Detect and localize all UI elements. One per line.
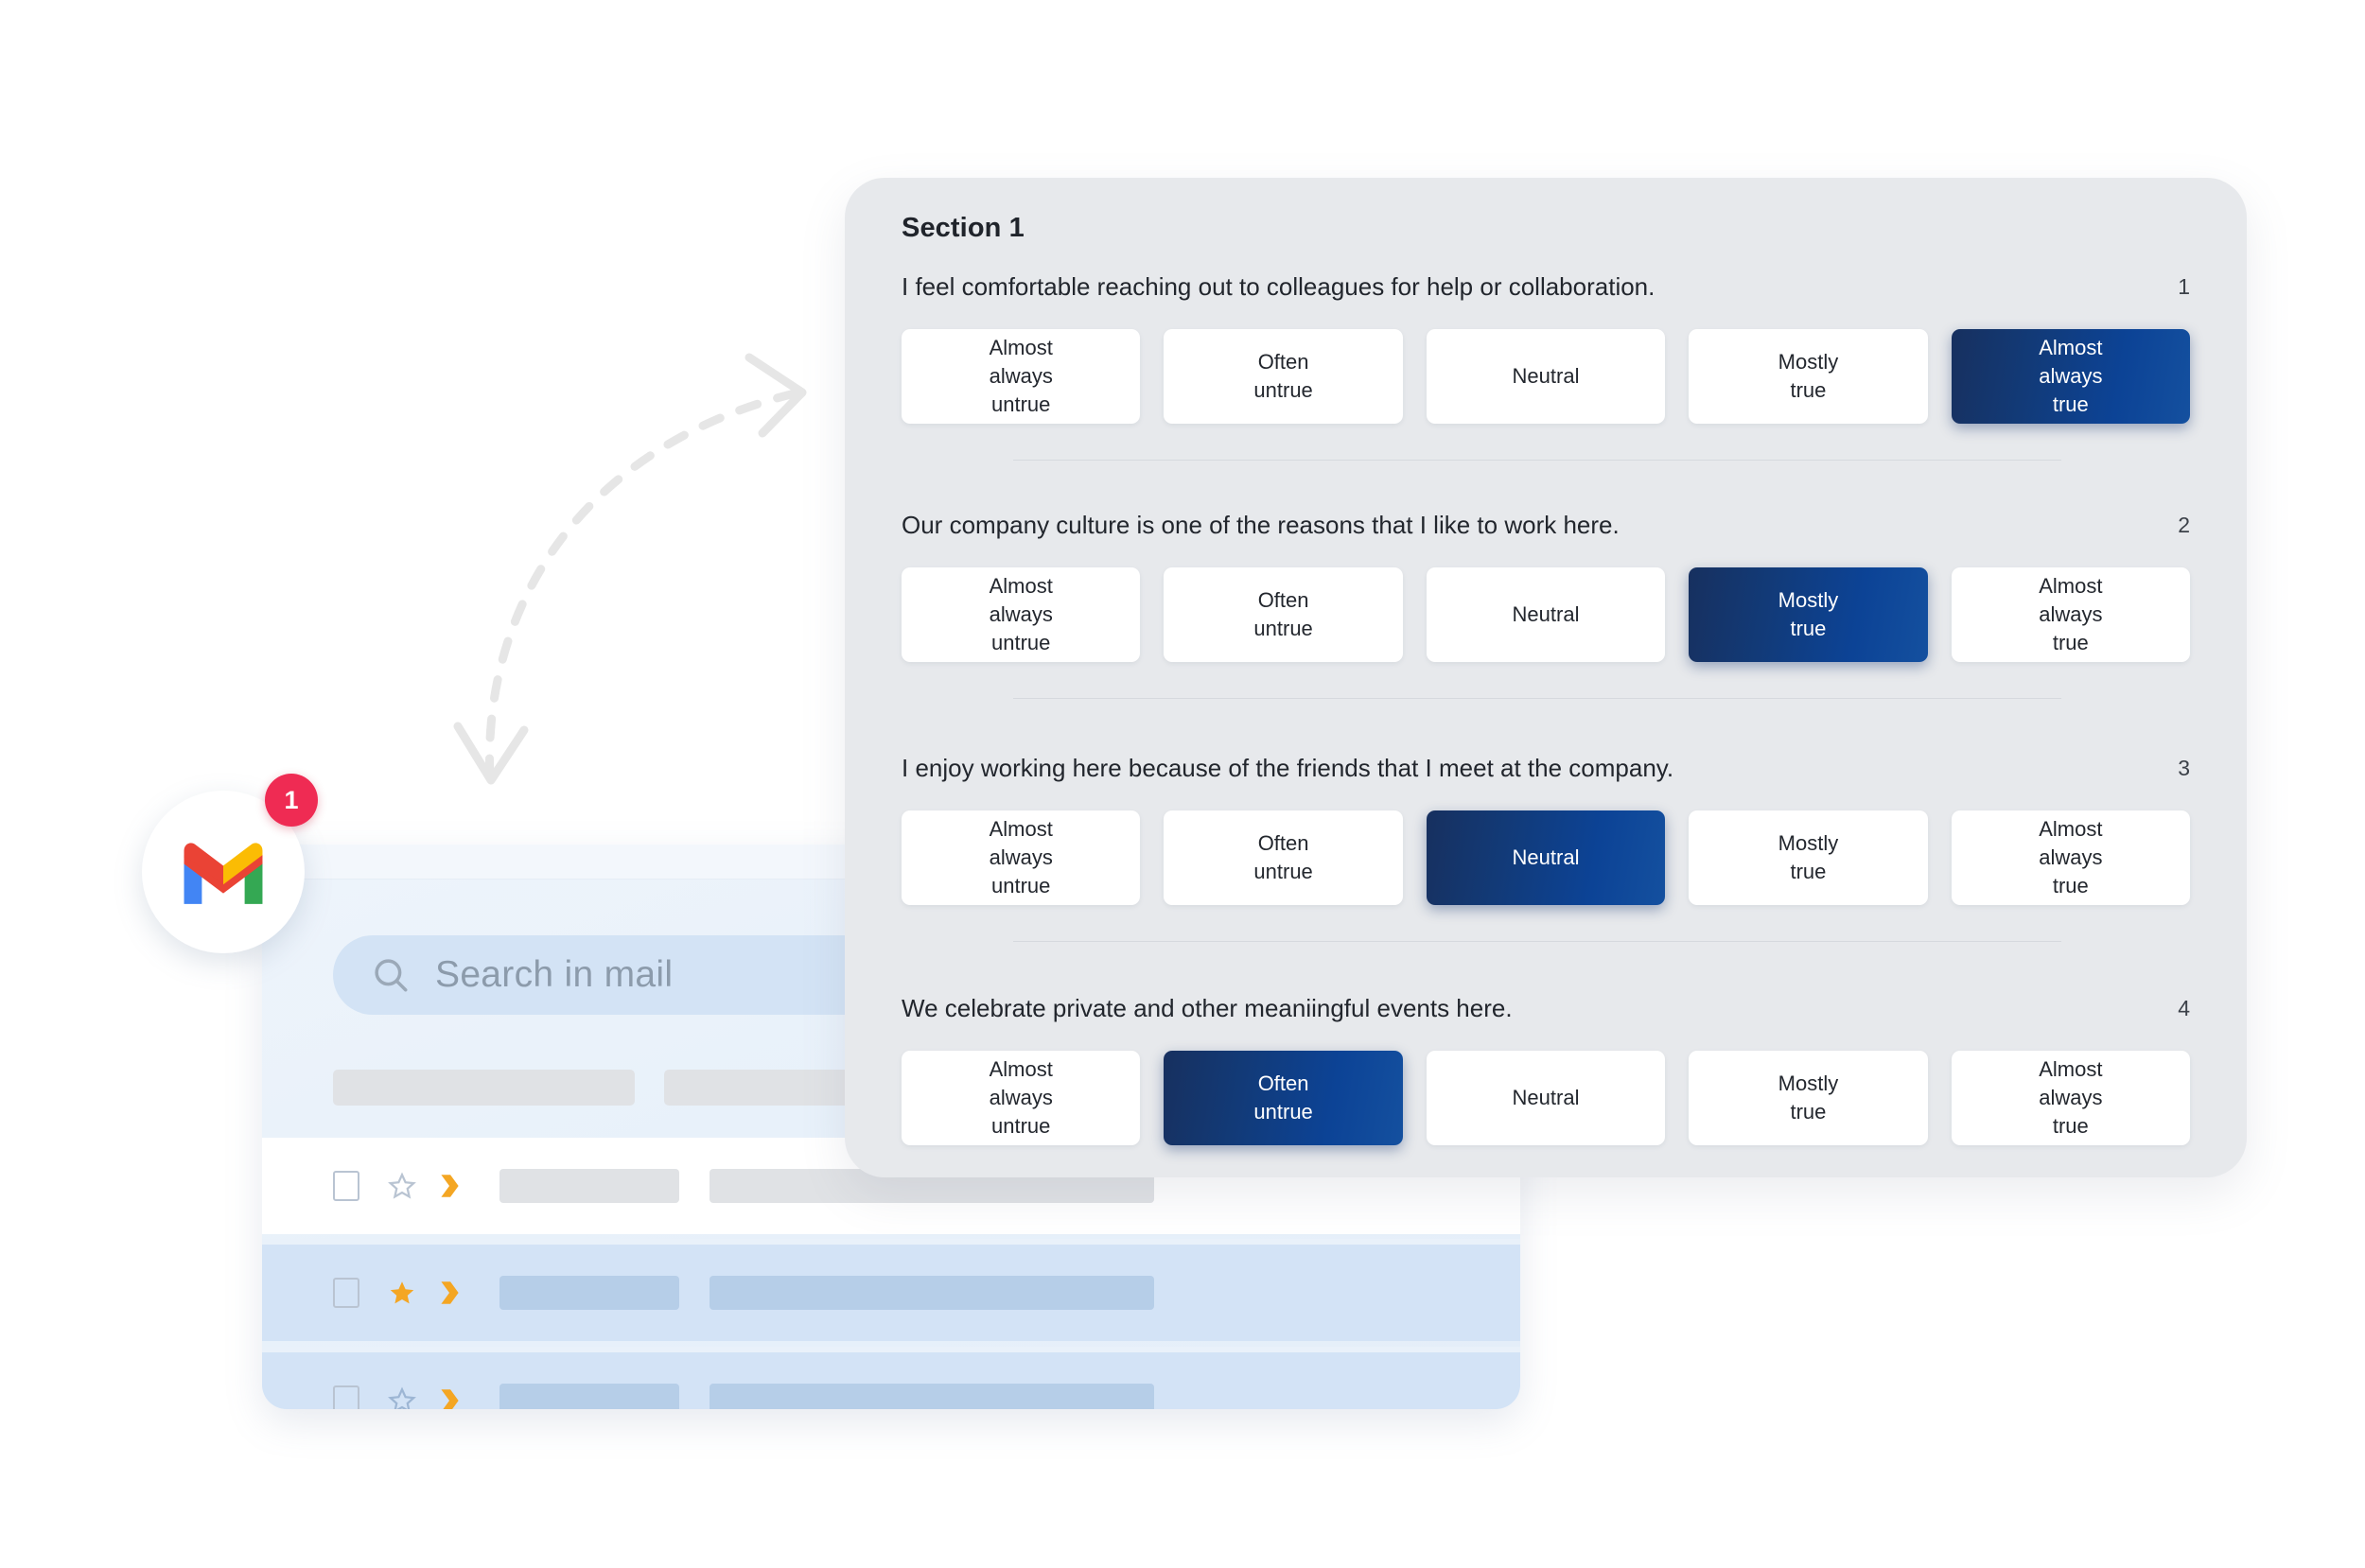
question-block: We celebrate private and other meaniingf… [845,994,2247,1182]
row-checkbox[interactable] [333,1385,359,1409]
survey-panel: Section 1 I feel comfortable reaching ou… [845,178,2247,1177]
mail-list-row[interactable] [262,1239,1520,1341]
star-icon[interactable] [388,1386,416,1409]
likert-option[interactable]: Neutral [1426,567,1666,662]
important-marker-icon[interactable] [437,1386,462,1409]
question-block: Our company culture is one of the reason… [845,511,2247,699]
star-icon[interactable] [388,1172,416,1200]
question-text: Our company culture is one of the reason… [902,511,1620,539]
question-header: I enjoy working here because of the frie… [902,754,2190,792]
important-marker-icon[interactable] [437,1279,462,1307]
subject-skeleton [710,1384,1154,1409]
question-text: I enjoy working here because of the frie… [902,754,1674,782]
likert-option[interactable]: Neutral [1426,810,1666,905]
question-number: 1 [2178,274,2190,299]
gmail-app-icon[interactable]: 1 [142,774,322,953]
question-header: Our company culture is one of the reason… [902,511,2190,549]
mail-list-row[interactable] [262,1347,1520,1409]
question-text: I feel comfortable reaching out to colle… [902,272,1656,301]
question-block: I enjoy working here because of the frie… [845,754,2247,942]
question-divider [1013,698,2061,699]
important-marker-icon[interactable] [437,1172,462,1200]
search-placeholder: Search in mail [435,954,674,995]
question-header: I feel comfortable reaching out to colle… [902,272,2190,310]
sender-skeleton [499,1276,679,1310]
question-divider [1013,941,2061,942]
dashed-arrow-decoration [397,350,832,794]
likert-option[interactable]: Neutral [1426,1051,1666,1145]
question-number: 3 [2178,756,2190,780]
question-header: We celebrate private and other meaniingf… [902,994,2190,1032]
subject-skeleton [710,1276,1154,1310]
row-checkbox[interactable] [333,1278,359,1308]
sender-skeleton [499,1384,679,1409]
unread-count-badge: 1 [265,774,318,827]
gmail-logo-icon [184,843,263,904]
question-number: 4 [2178,996,2190,1020]
likert-option[interactable]: Neutral [1426,329,1666,424]
dashed-arrow-svg [453,353,807,785]
section-title: Section 1 [902,213,1025,243]
question-text: We celebrate private and other meaniingf… [902,994,1513,1022]
row-checkbox[interactable] [333,1171,359,1201]
search-icon [371,955,411,995]
sender-skeleton [499,1169,679,1203]
question-divider [1013,460,2061,461]
question-number: 2 [2178,513,2190,537]
question-block: I feel comfortable reaching out to colle… [845,272,2247,461]
star-icon-filled[interactable] [388,1279,416,1307]
skeleton-bar [333,1070,635,1106]
